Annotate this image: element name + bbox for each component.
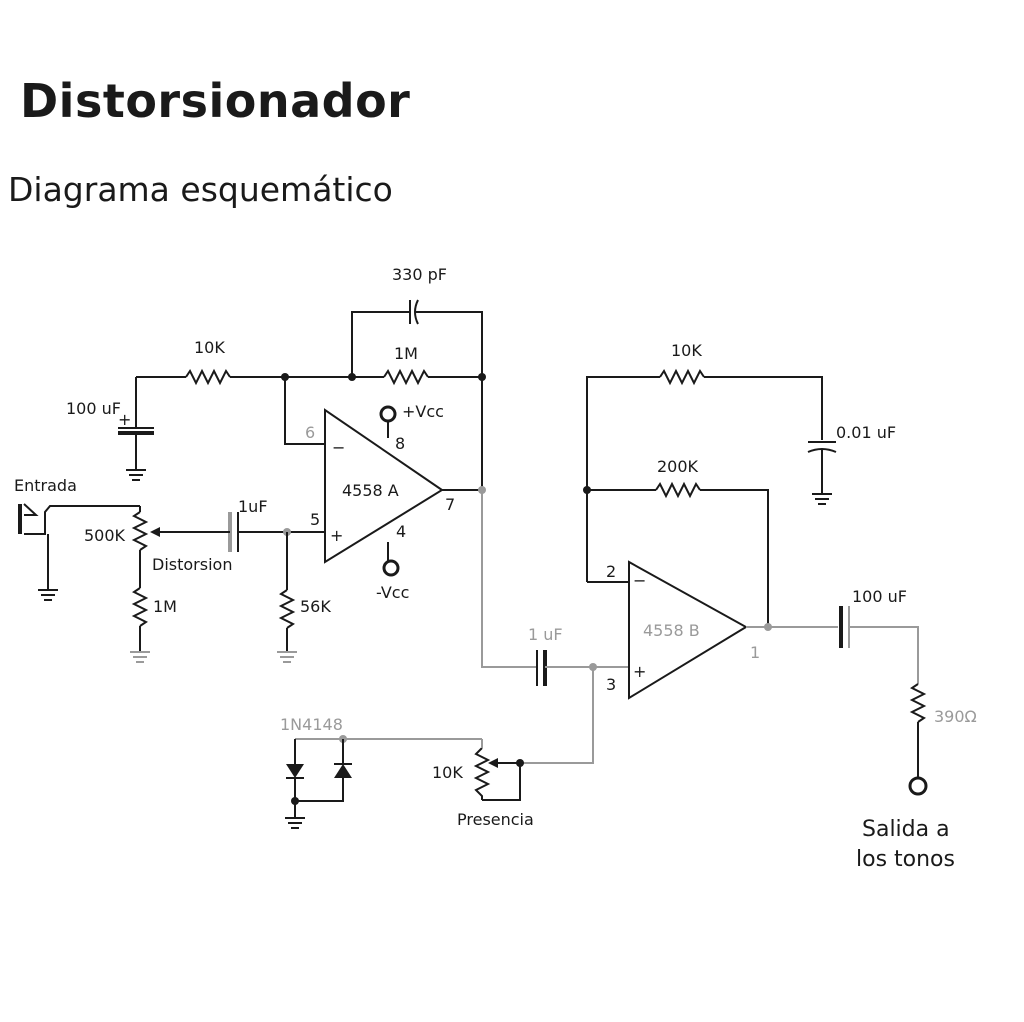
capacitor-330pf	[351, 299, 483, 377]
label-vcc-positive: +Vcc	[402, 402, 444, 421]
potentiometer-500k	[131, 506, 218, 588]
label-distorsion: Distorsion	[152, 555, 232, 574]
label-pin5: 5	[310, 510, 320, 529]
capacitor-1uf-b	[481, 490, 629, 686]
resistor-200k	[587, 481, 769, 627]
capacitor-0.01uf	[807, 441, 837, 505]
page-title: Distorsionador	[20, 74, 411, 128]
svg-text:+: +	[633, 662, 646, 681]
page-subtitle: Diagrama esquemático	[8, 170, 393, 209]
label-1m-feedback: 1M	[394, 344, 418, 363]
vcc-positive-terminal	[379, 405, 397, 438]
label-100uf-output: 100 uF	[852, 587, 907, 606]
label-1uf-a: 1uF	[238, 497, 268, 516]
label-56k: 56K	[300, 597, 331, 616]
label-entrada: Entrada	[14, 476, 77, 495]
resistor-1m-ground	[130, 587, 150, 663]
label-pin1: 1	[750, 643, 760, 662]
label-100uf-input: 100 uF	[66, 399, 121, 418]
resistor-10k-stage-b	[586, 368, 823, 582]
label-10k-input: 10K	[194, 338, 225, 357]
label-0.01uf: 0.01 uF	[836, 423, 896, 442]
vcc-negative-terminal	[382, 542, 400, 577]
opamp-4558a: − +	[324, 408, 444, 564]
svg-text:−: −	[633, 571, 646, 590]
label-pin8: 8	[395, 434, 405, 453]
label-vcc-negative: -Vcc	[376, 583, 409, 602]
capacitor-1uf-a	[218, 512, 325, 552]
ground-symbol	[126, 469, 146, 481]
label-500k: 500K	[84, 526, 126, 545]
resistor-1m-feedback	[352, 368, 482, 386]
label-pin3: 3	[606, 675, 616, 694]
label-opamp-b: 4558 B	[643, 621, 700, 640]
resistor-56k	[277, 532, 297, 663]
capacitor-100uf-output	[839, 606, 919, 684]
potentiometer-10k-presencia	[473, 739, 521, 801]
label-pin6: 6	[305, 423, 315, 442]
label-pin4: 4	[396, 522, 406, 541]
label-1uf-b: 1 uF	[528, 625, 563, 644]
label-1m-ground: 1M	[153, 597, 177, 616]
resistor-390	[908, 683, 928, 796]
capacitor-100uf-input: +	[118, 377, 154, 470]
junction-dot	[348, 373, 356, 381]
svg-text:−: −	[332, 438, 345, 457]
svg-text:+: +	[330, 526, 343, 545]
junction-dot	[764, 623, 772, 631]
svg-text:+: +	[118, 410, 131, 429]
junction-dot	[583, 486, 591, 494]
label-pin2: 2	[606, 562, 616, 581]
label-presencia: Presencia	[457, 810, 534, 829]
label-salida-line2: los tonos	[856, 847, 955, 872]
label-10k-stage-b: 10K	[671, 341, 702, 360]
label-10k-presencia: 10K	[432, 763, 463, 782]
input-jack	[18, 503, 140, 601]
label-salida-line1: Salida a	[862, 817, 950, 842]
label-200k: 200K	[657, 457, 699, 476]
opamp-4558b: − +	[628, 560, 748, 700]
resistor-10k-input	[185, 368, 231, 386]
label-opamp-a: 4558 A	[342, 481, 399, 500]
label-390-ohm: 390Ω	[934, 707, 977, 726]
label-pin7: 7	[445, 495, 455, 514]
label-330pf: 330 pF	[392, 265, 447, 284]
diode-pair-1n4148	[285, 735, 482, 829]
label-1n4148: 1N4148	[280, 715, 343, 734]
